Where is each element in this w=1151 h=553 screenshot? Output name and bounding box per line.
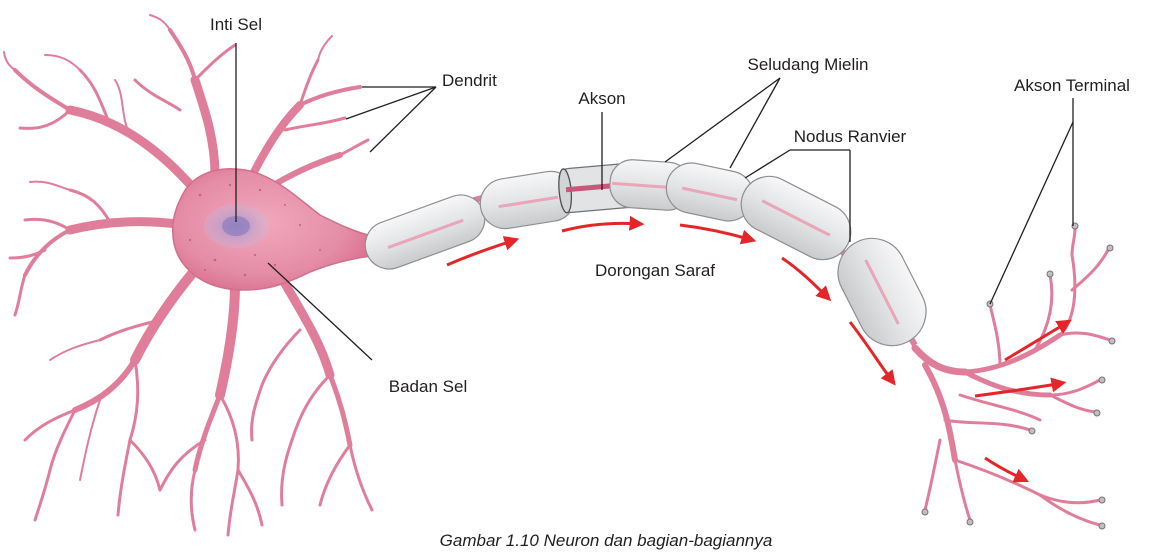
terminal-buttons bbox=[922, 223, 1115, 529]
nerve-impulse-arrows bbox=[447, 223, 1068, 480]
label-nerve-impulse: Dorongan Saraf bbox=[595, 261, 715, 280]
axon-terminals bbox=[915, 228, 1110, 525]
cell-body bbox=[173, 169, 372, 290]
figure-caption: Gambar 1.10 Neuron dan bagian-bagiannya bbox=[440, 531, 773, 550]
myelin-sheath bbox=[359, 158, 938, 357]
label-cell-body: Badan Sel bbox=[389, 377, 467, 396]
label-dendrite: Dendrit bbox=[442, 71, 497, 90]
label-myelin-sheath: Seludang Mielin bbox=[748, 55, 869, 74]
label-axon: Akson bbox=[578, 89, 625, 108]
label-nucleus: Inti Sel bbox=[210, 15, 262, 34]
label-axon-terminal: Akson Terminal bbox=[1014, 76, 1130, 95]
dendrites bbox=[4, 15, 372, 535]
label-node-of-ranvier: Nodus Ranvier bbox=[794, 127, 907, 146]
